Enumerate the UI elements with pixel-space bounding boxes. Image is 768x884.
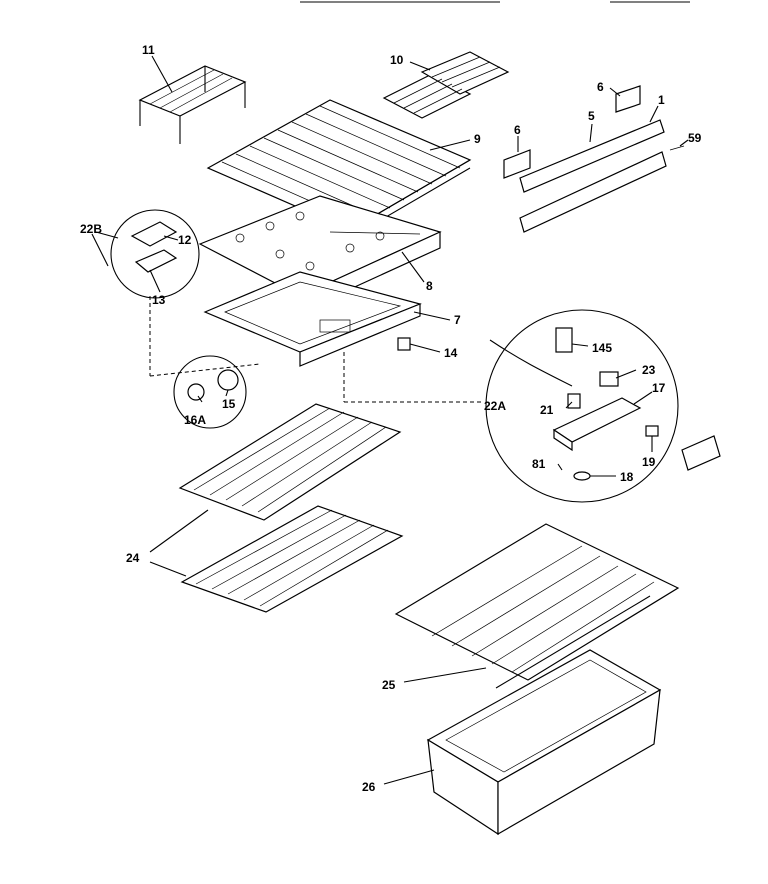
callout-9: 9 [474, 132, 481, 146]
callout-5: 5 [588, 109, 595, 123]
callout-8: 8 [426, 279, 433, 293]
callout-22b: 22B [80, 222, 102, 236]
part-26-crisper-drawer [426, 649, 662, 836]
callout-13: 13 [152, 293, 166, 307]
callout-11: 11 [142, 43, 155, 57]
callout-59: 59 [688, 131, 702, 145]
callout-7: 7 [454, 313, 461, 327]
part-14-clip [397, 337, 411, 351]
callout-18: 18 [620, 470, 634, 484]
callout-15: 15 [222, 397, 236, 411]
part-11-wire-rack [138, 65, 247, 144]
part-7-cover-frame [203, 271, 422, 367]
callout-26: 26 [362, 780, 376, 794]
parts-1-5-6-brackets [503, 85, 685, 233]
callout-22a: 22A [484, 399, 506, 413]
callout-17: 17 [652, 381, 666, 395]
callout-14: 14 [444, 346, 458, 360]
callout-21: 21 [540, 403, 554, 417]
part-24-upper-shelf [178, 403, 402, 521]
callout-25: 25 [382, 678, 396, 692]
detail-circle-right [485, 309, 721, 503]
callout-23: 23 [642, 363, 656, 377]
part-24-lower-shelf [180, 505, 404, 613]
leader-dashed-lines [149, 296, 482, 403]
part-10-ice-trays [382, 51, 510, 119]
callout-6-upper: 6 [597, 80, 604, 94]
callout-24: 24 [126, 551, 140, 565]
callout-19: 19 [642, 455, 656, 469]
callout-6-lower: 6 [514, 123, 521, 137]
callout-1: 1 [658, 93, 665, 107]
leader-lines [95, 55, 689, 785]
callout-81: 81 [532, 457, 546, 471]
callout-12: 12 [178, 233, 192, 247]
detail-circle-light [173, 355, 247, 429]
callout-labels: 1 5 6 6 59 7 8 9 10 11 12 13 14 15 16A 1… [80, 43, 702, 794]
callout-16a: 16A [184, 413, 206, 427]
callout-10: 10 [390, 53, 404, 67]
callout-145: 145 [592, 341, 612, 355]
detail-circle-left [91, 209, 200, 299]
part-25-crisper-cover [394, 523, 680, 689]
